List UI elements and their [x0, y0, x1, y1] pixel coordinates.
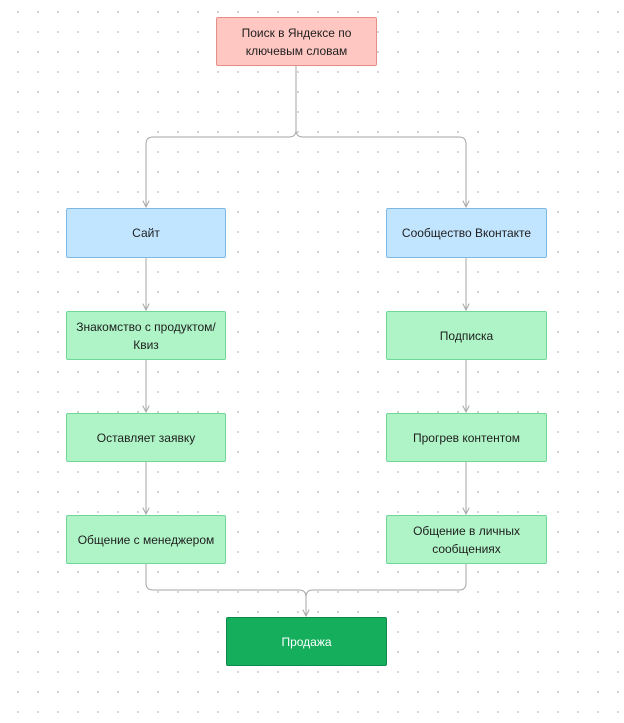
node-site-label: Сайт [132, 226, 160, 240]
node-subscription[interactable]: Подписка [386, 311, 547, 360]
connector-private-messages-to-sale [305, 564, 467, 598]
connector-manager-chat-to-sale [145, 564, 306, 616]
node-product-quiz-label: Знакомство с продуктом/ Квиз [76, 319, 216, 352]
node-vk-community[interactable]: Сообщество Вконтакте [386, 208, 547, 258]
node-content-warmup-label: Прогрев контентом [412, 430, 521, 445]
node-search-yandex-label: Поиск в Яндексе по ключевым словам [241, 25, 352, 58]
node-product-quiz[interactable]: Знакомство с продуктом/ Квиз [66, 311, 226, 360]
node-private-messages[interactable]: Общение в личных сообщениях [386, 515, 547, 564]
connector-search-to-site [146, 66, 297, 207]
connector-search-to-vk-community [295, 129, 466, 207]
node-manager-chat-label: Общение с менеджером [77, 532, 215, 547]
node-search-yandex[interactable]: Поиск в Яндексе по ключевым словам [216, 17, 377, 66]
node-site[interactable]: Сайт [66, 208, 226, 258]
node-vk-community-label: Сообщество Вконтакте [401, 226, 532, 240]
node-request-label: Оставляет заявку [96, 430, 196, 445]
node-sale-label: Продажа [281, 634, 332, 649]
node-sale[interactable]: Продажа [226, 617, 387, 666]
node-content-warmup[interactable]: Прогрев контентом [386, 413, 547, 462]
node-manager-chat[interactable]: Общение с менеджером [66, 515, 226, 564]
node-subscription-label: Подписка [439, 328, 494, 343]
node-request[interactable]: Оставляет заявку [66, 413, 226, 462]
node-private-messages-label: Общение в личных сообщениях [413, 523, 520, 556]
